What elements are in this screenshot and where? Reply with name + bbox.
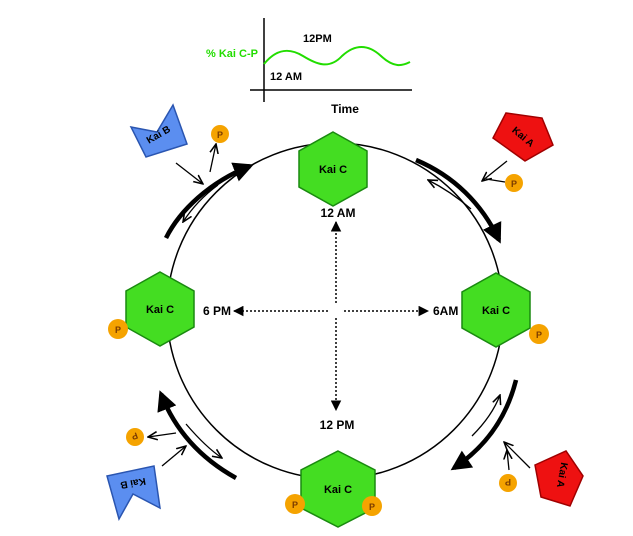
phosphate-bind-arrow-bottom-right	[507, 450, 509, 471]
inset-label-start: 12 AM	[270, 71, 302, 83]
kaic-bottom: Kai C	[300, 450, 376, 528]
kaia-binding-arrow-bottom	[504, 442, 531, 469]
phosphate-free-top-left: P	[211, 125, 229, 143]
inset-label-peak: 12PM	[303, 33, 332, 45]
svg-text:Kai C: Kai C	[146, 304, 174, 316]
time-label-right: 6AM	[433, 304, 458, 318]
svg-text:P: P	[292, 500, 298, 510]
time-label-left: 6 PM	[203, 304, 231, 318]
svg-text:Kai B: Kai B	[119, 475, 146, 490]
kaia-binding-arrow-top	[482, 160, 508, 181]
phosphate-kaic-left: P	[108, 319, 128, 339]
phosphate-release-arrow-top	[210, 144, 216, 173]
big-cycle-arrows	[157, 157, 519, 480]
phosphate-bind-arrow-top-right	[485, 178, 506, 183]
svg-text:P: P	[217, 130, 223, 140]
kaic-top: Kai C	[298, 131, 368, 207]
phosphate-kaic-right: P	[529, 324, 549, 344]
svg-text:P: P	[115, 325, 121, 335]
svg-text:Kai C: Kai C	[482, 305, 510, 317]
phosphate-free-bottom-left: P	[126, 428, 144, 446]
kaib-bottom-left: Kai B	[106, 465, 161, 521]
svg-text:Kai C: Kai C	[324, 484, 352, 496]
svg-text:P: P	[511, 179, 517, 189]
phosphate-free-bottom-right: P	[499, 474, 517, 492]
phosphate-kaic-bottom-right: P	[362, 496, 382, 516]
time-label-bottom: 12 PM	[320, 418, 355, 432]
kaic-p-oscillation-curve	[263, 46, 411, 67]
kaib-binding-arrow-top	[175, 162, 203, 184]
svg-text:Kai A: Kai A	[554, 462, 569, 489]
kaic-left: Kai C	[125, 271, 195, 347]
kaia-bottom-right: Kai A	[534, 450, 584, 507]
kaib-top-left: Kai B	[129, 103, 188, 158]
svg-text:P: P	[536, 330, 542, 340]
time-label-top: 12 AM	[321, 206, 356, 220]
phosphate-release-arrow-bottom	[148, 433, 177, 437]
kaia-top-right: Kai A	[492, 112, 554, 162]
kaib-binding-arrow-bottom	[161, 446, 186, 467]
center-dotted-arrows	[232, 220, 430, 412]
svg-text:P: P	[130, 430, 139, 441]
inset-xlabel: Time	[331, 102, 359, 116]
svg-text:Kai C: Kai C	[319, 164, 347, 176]
svg-text:P: P	[369, 502, 375, 512]
inset-ylabel: % Kai C-P	[206, 48, 258, 60]
kaic-right: Kai C	[461, 272, 531, 348]
svg-text:P: P	[505, 477, 511, 487]
phosphate-kaic-bottom-left: P	[285, 494, 305, 514]
inset-plot: % Kai C-P 12PM 12 AM Time	[206, 18, 412, 116]
phosphate-free-top-right: P	[505, 174, 523, 192]
